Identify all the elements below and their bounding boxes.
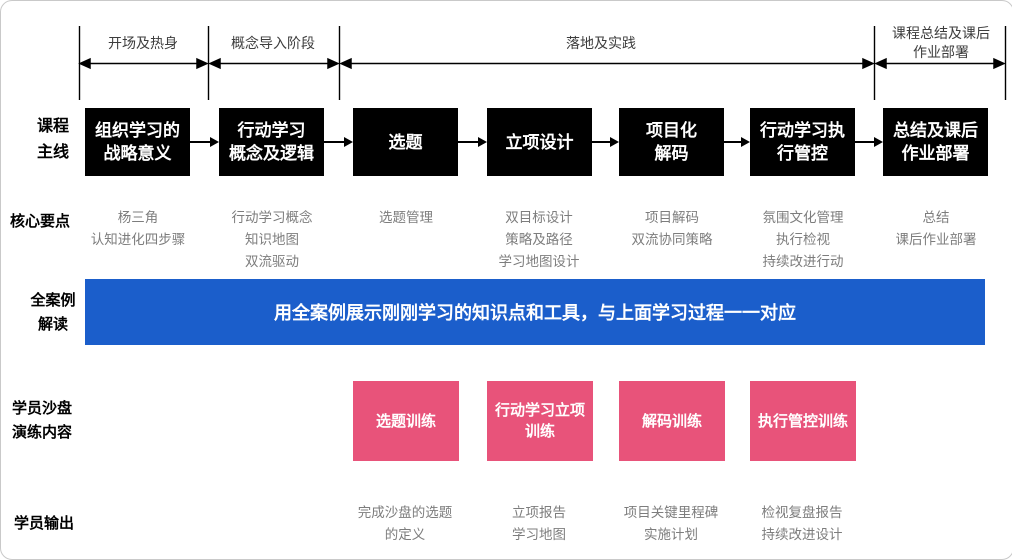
row-label-main-line: 课程 主线 bbox=[36, 118, 69, 161]
main-box-execution: 行动学习执 行管控 bbox=[750, 108, 855, 176]
timeline-phase-practice: 落地及实践 bbox=[566, 35, 636, 51]
flow-arrow bbox=[324, 137, 353, 147]
output-milestone-plan: 项目关键里程碑 实施计划 bbox=[623, 505, 719, 542]
timeline-arrows bbox=[78, 26, 1007, 100]
timeline-span-arrows bbox=[78, 57, 1006, 70]
output-design-report: 立项报告 学习地图 bbox=[512, 505, 566, 542]
flow-arrow bbox=[458, 137, 487, 147]
row-label-sandbox: 学员沙盘 演练内容 bbox=[11, 400, 72, 441]
row-label-full-case: 全案例 解读 bbox=[30, 292, 76, 333]
main-box-strategy: 组织学习的 战略意义 bbox=[85, 108, 190, 176]
output-review-report: 检视复盘报告 持续改进设计 bbox=[761, 505, 843, 542]
main-box-decode: 项目化 解码 bbox=[619, 108, 724, 176]
main-box-design: 立项设计 bbox=[487, 108, 592, 176]
sandbox-box-decode-training: 解码训练 bbox=[619, 381, 725, 461]
flow-arrow bbox=[190, 137, 219, 147]
row-label-key-points: 核心要点 bbox=[9, 213, 70, 230]
keypoint-decode: 项目解码 双流协同策略 bbox=[631, 210, 713, 247]
row-label-output: 学员输出 bbox=[13, 515, 74, 532]
keypoint-concept: 行动学习概念 知识地图 双流驱动 bbox=[231, 210, 313, 269]
keypoint-strategy: 杨三角 认知进化四步骤 bbox=[90, 210, 186, 247]
timeline-phase-concept: 概念导入阶段 bbox=[231, 35, 315, 51]
main-box-concept: 行动学习 概念及逻辑 bbox=[219, 108, 324, 176]
keypoint-topic: 选题管理 bbox=[379, 210, 433, 225]
output-topic-definition: 完成沙盘的选题 的定义 bbox=[357, 505, 453, 542]
flow-arrow bbox=[724, 137, 750, 147]
timeline-ticks bbox=[78, 26, 1007, 100]
sandbox-box-execution-training: 执行管控训练 bbox=[750, 381, 856, 461]
sandbox-box-design-training: 行动学习立项 训练 bbox=[487, 381, 593, 461]
main-box-topic: 选题 bbox=[353, 108, 458, 176]
timeline-phase-warmup: 开场及热身 bbox=[108, 35, 178, 51]
main-box-summary: 总结及课后 作业部署 bbox=[883, 108, 988, 176]
flow-arrow bbox=[855, 137, 883, 147]
keypoint-execution: 氛围文化管理 执行检视 持续改进行动 bbox=[762, 210, 844, 269]
timeline-phase-summary: 课程总结及课后 作业部署 bbox=[892, 25, 990, 60]
full-case-banner: 用全案例展示刚刚学习的知识点和工具，与上面学习过程一一对应 bbox=[85, 279, 985, 345]
keypoint-summary: 总结 课后作业部署 bbox=[895, 210, 977, 247]
flow-arrow bbox=[592, 137, 619, 147]
sandbox-box-topic-training: 选题训练 bbox=[353, 381, 459, 461]
keypoint-design: 双目标设计 策略及路径 学习地图设计 bbox=[498, 210, 580, 269]
